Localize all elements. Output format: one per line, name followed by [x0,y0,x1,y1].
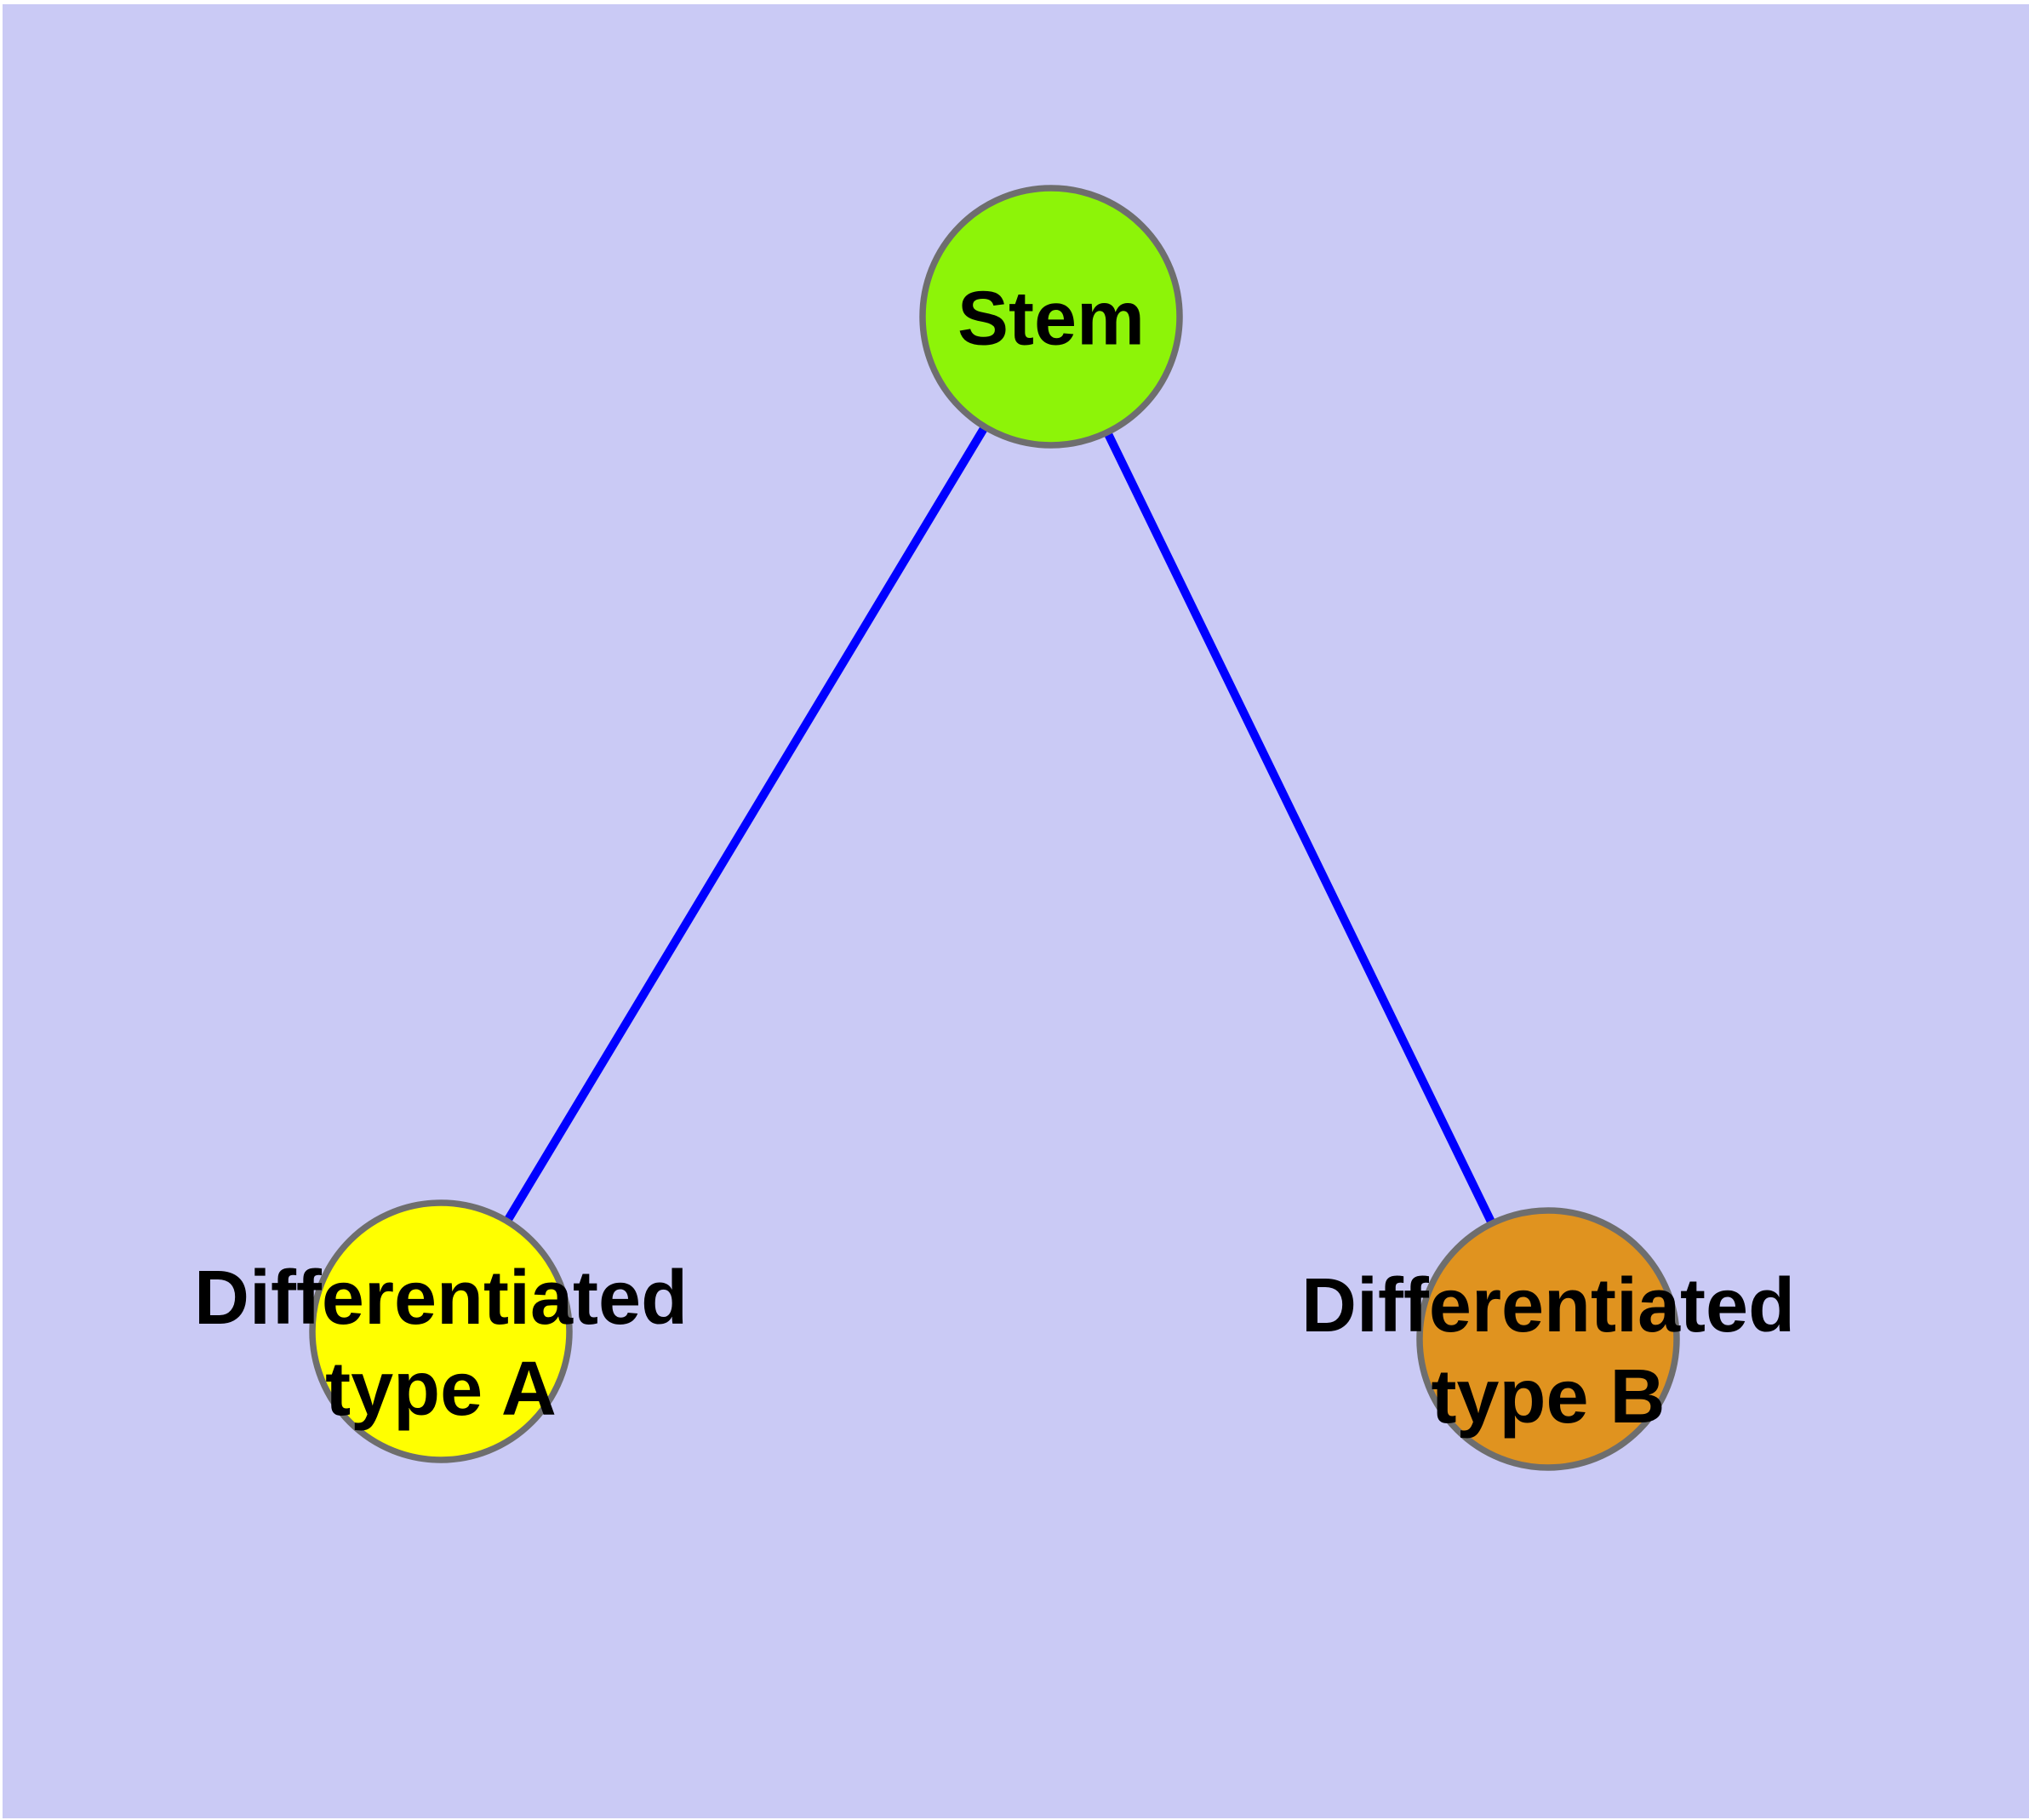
node-label-differentiated-type-a: Differentiated type A [193,1255,689,1432]
node-stem [919,185,1183,449]
node-differentiated-type-b [1416,1207,1680,1471]
node-differentiated-type-a [309,1199,573,1463]
node-label-differentiated-type-b: Differentiated type B [1300,1262,1796,1439]
node-label-stem: Stem [957,276,1146,362]
edge-stem-to-type-b [1047,314,1552,1342]
edge-stem-to-type-a [437,314,1055,1334]
